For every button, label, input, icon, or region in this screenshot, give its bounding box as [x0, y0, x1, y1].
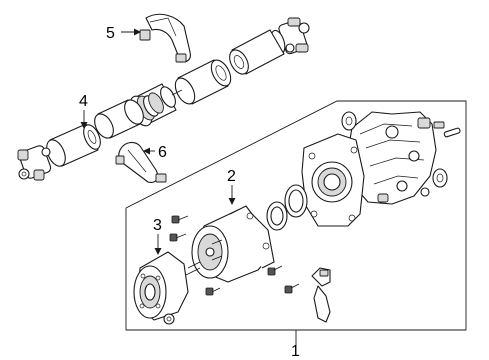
propshaft-rear-tube: [229, 29, 285, 75]
propshaft-front-section: [17, 123, 101, 181]
axle-seal-right: [432, 168, 448, 188]
bolt: [284, 283, 300, 294]
callout-4: 4: [79, 93, 88, 110]
bolt: [171, 215, 189, 224]
nut: [163, 313, 175, 325]
bolt: [267, 265, 283, 276]
assembly-boundary: [125, 100, 467, 345]
callout-6: 6: [158, 144, 167, 161]
propshaft-front-tube: [94, 99, 144, 139]
vent-plug: [433, 121, 461, 138]
callout-2: 2: [227, 168, 236, 185]
seal-ring-large: [284, 184, 308, 218]
motor-end-cover: [133, 251, 189, 321]
bolt: [205, 287, 221, 296]
wiring-connector-bracket: [311, 267, 331, 323]
differential-mount-flange: [301, 133, 365, 227]
leader-lines: [80, 28, 236, 255]
electric-motor: [183, 205, 275, 283]
axle-seal-top: [341, 111, 357, 131]
callout-3: 3: [153, 217, 162, 234]
seal-ring-small: [266, 201, 288, 231]
shield-bracket-5: [139, 13, 191, 63]
shield-bracket-6: [115, 141, 167, 183]
bolt: [169, 233, 187, 242]
callout-1: 1: [291, 343, 300, 360]
propshaft-middle-tube: [174, 59, 232, 105]
callout-5: 5: [106, 25, 115, 42]
drain-plug: [420, 187, 430, 197]
